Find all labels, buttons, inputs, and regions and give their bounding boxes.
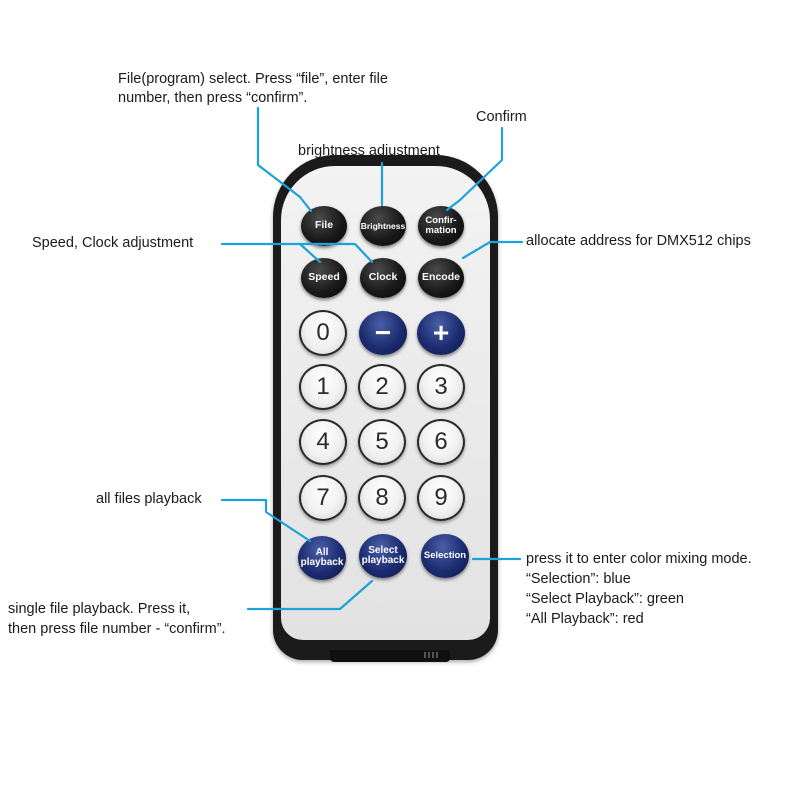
encode-button[interactable]: Encode	[418, 258, 464, 298]
file-button[interactable]: File	[301, 206, 347, 246]
file-select-annotation: File(program) select. Press “file”, ente…	[118, 71, 388, 106]
leader-confirm	[445, 126, 504, 212]
speaker-grille	[424, 652, 440, 658]
plus-button[interactable]: +	[417, 311, 465, 355]
brightness-annotation: brightness adjustment	[298, 143, 440, 159]
digit-9-button[interactable]: 9	[417, 475, 465, 521]
encode-annotation: allocate address for DMX512 chips	[526, 233, 751, 249]
digit-1-button[interactable]: 1	[299, 364, 347, 410]
remote-bottom-edge	[330, 650, 450, 662]
speed-clock-annotation: Speed, Clock adjustment	[32, 235, 194, 251]
leader-file	[256, 106, 313, 213]
leader-speed-clock-branch	[298, 242, 322, 264]
single-file-annotation: single file playback. Press it, then pre…	[8, 601, 226, 637]
speed-button[interactable]: Speed	[301, 258, 347, 298]
digit-2-button[interactable]: 2	[358, 364, 406, 410]
digit-4-button[interactable]: 4	[299, 419, 347, 465]
leader-encode	[461, 240, 524, 260]
clock-button[interactable]: Clock	[360, 258, 406, 298]
confirmation-button[interactable]: Confir- mation	[418, 206, 464, 246]
digit-6-button[interactable]: 6	[417, 419, 465, 465]
digit-3-button[interactable]: 3	[417, 364, 465, 410]
selection-button[interactable]: Selection	[421, 534, 469, 578]
leader-speed-clock	[220, 242, 374, 264]
all-files-annotation: all files playback	[96, 491, 202, 507]
digit-5-button[interactable]: 5	[358, 419, 406, 465]
minus-button[interactable]: −	[359, 311, 407, 355]
all-playback-button[interactable]: All playback	[298, 536, 346, 580]
digit-8-button[interactable]: 8	[358, 475, 406, 521]
leader-single-file	[246, 579, 374, 611]
digit-7-button[interactable]: 7	[299, 475, 347, 521]
leader-all-files	[220, 498, 312, 543]
confirm-annotation: Confirm	[476, 109, 527, 125]
selection-annotation: press it to enter color mixing mode. “Se…	[526, 551, 752, 627]
digit-0-button[interactable]: 0	[299, 310, 347, 356]
select-playback-button[interactable]: Select playback	[359, 534, 407, 578]
brightness-button[interactable]: Brightness	[360, 206, 406, 246]
